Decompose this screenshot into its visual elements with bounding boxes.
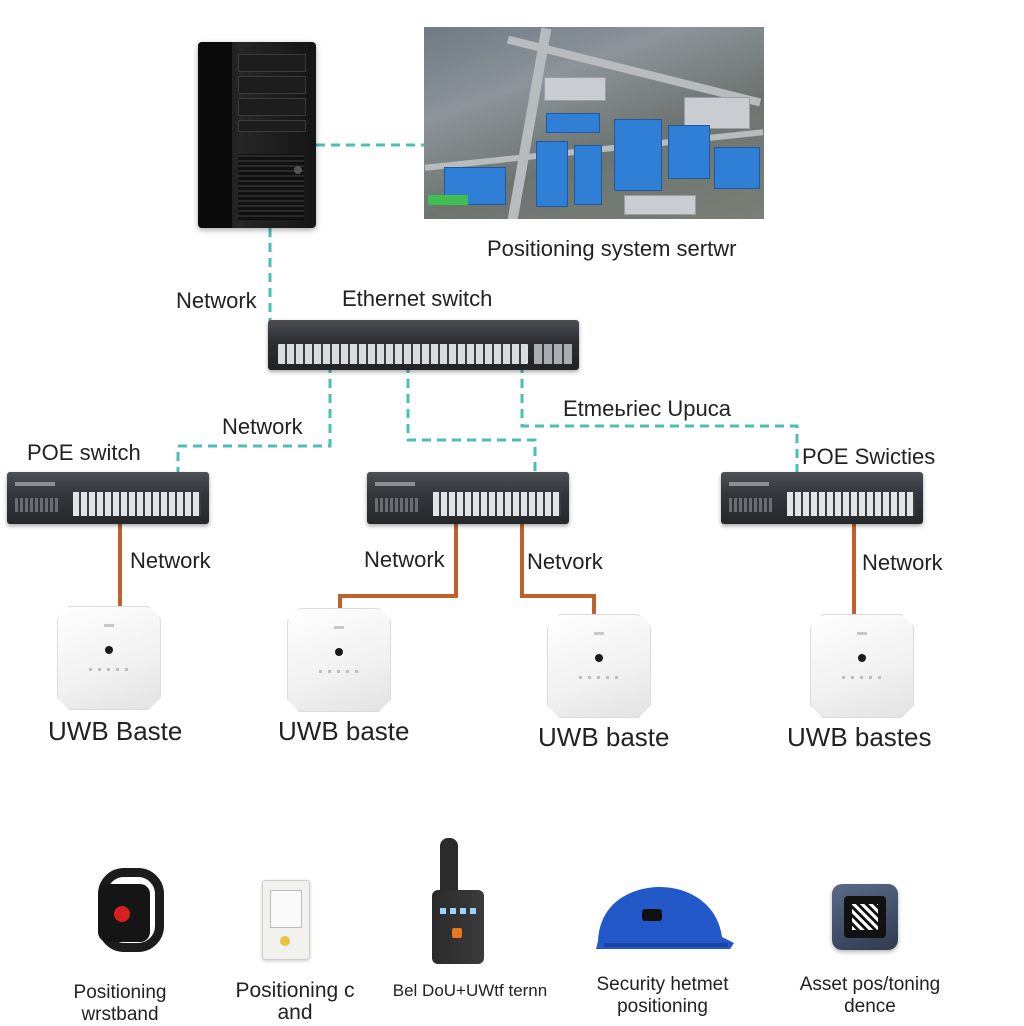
ethernet-uplink-label: Etmeьriec Upuca xyxy=(563,396,731,421)
terminal-logo xyxy=(452,928,462,938)
device-caption: Positioning c and xyxy=(220,980,370,1024)
device-caption-line1: Positioning c xyxy=(235,979,355,1002)
poe-switch-left-label: POE switch xyxy=(27,440,141,465)
helmet-icon xyxy=(596,887,734,949)
poe-switch-right-label: POE Swicties xyxy=(802,444,936,469)
poe-mid-to-uwb-3-cable xyxy=(520,506,596,614)
uwb-label: UWB Baste xyxy=(48,716,183,746)
network-link-label: Network xyxy=(364,547,445,572)
device-caption-line1: Positioning xyxy=(73,982,167,1003)
device-caption-line2: dence xyxy=(844,996,896,1017)
device-caption-line2: and xyxy=(277,1001,313,1024)
device-caption: Bel DoU+UWtf ternn xyxy=(380,980,560,1002)
network-link-label: Netvork xyxy=(527,549,603,574)
terminal-icon xyxy=(432,890,484,964)
device-caption-line1: Asset pos/toning xyxy=(799,974,941,995)
poe-switch-icon xyxy=(367,472,569,524)
device-caption: Asset pos/toning dence xyxy=(790,974,950,1018)
uwb-base-station-icon xyxy=(57,606,161,710)
network-link-label: Network xyxy=(862,550,943,575)
ethernet-switch-icon xyxy=(268,320,579,370)
device-caption-line1: Bel DoU+UWtf ternn xyxy=(392,981,548,1000)
poe-mid-to-uwb-2-cable xyxy=(338,512,458,608)
server-caption: Positioning system sertwr xyxy=(487,236,737,261)
network-label-top: Network xyxy=(176,288,257,313)
uwb-label: UWB bastes xyxy=(787,722,932,752)
terminal-keys xyxy=(440,908,476,914)
poe-switch-icon xyxy=(721,472,923,524)
uwb-label: UWB baste xyxy=(538,722,670,752)
uwb-label: UWB baste xyxy=(278,716,410,746)
device-caption: Security hetmet positioning xyxy=(580,974,745,1018)
switch-to-poe-right-link xyxy=(520,364,799,503)
device-caption-line2: wrstband xyxy=(81,1004,159,1025)
uwb-base-station-icon xyxy=(810,614,914,718)
ethernet-switch-label: Ethernet switch xyxy=(342,286,493,311)
device-caption-line2: positioning xyxy=(617,996,708,1017)
card-button xyxy=(280,936,290,946)
map-screenshot-icon xyxy=(424,27,764,219)
poe-switch-icon xyxy=(7,472,209,524)
uwb-base-station-icon xyxy=(547,614,651,718)
asset-qr xyxy=(852,904,878,930)
terminal-antenna xyxy=(440,838,458,898)
device-caption-line1: Security hetmet xyxy=(596,974,729,995)
network-link-label: Network xyxy=(130,548,211,573)
network-label-left: Network xyxy=(222,414,303,439)
uwb-base-station-icon xyxy=(287,608,391,712)
wristband-button xyxy=(114,906,130,922)
switch-to-poe-mid-link xyxy=(406,364,537,508)
card-screen xyxy=(270,890,302,928)
server-tower-icon xyxy=(198,42,316,228)
device-caption: Positioning wrstband xyxy=(50,982,190,1026)
